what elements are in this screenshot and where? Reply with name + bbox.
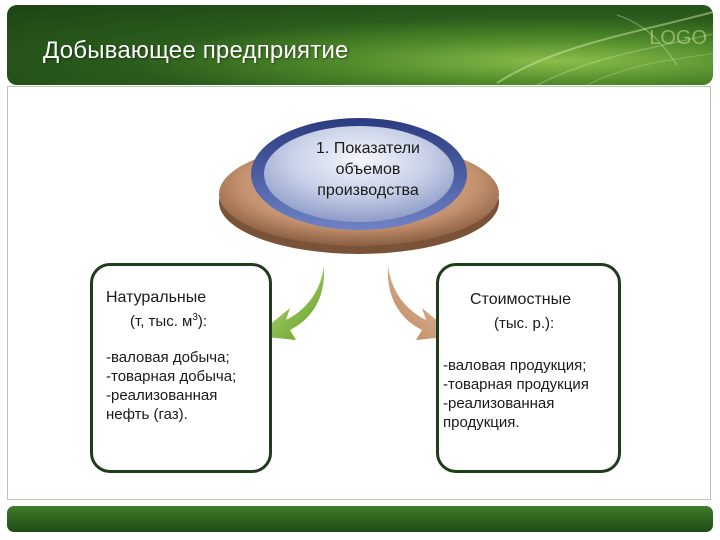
box-list: -валовая продукция; -товарная продукция …	[443, 357, 589, 431]
content-frame	[7, 86, 711, 500]
box-title: Натуральные	[106, 289, 207, 306]
center-label: 1. Показатели объемов производства	[316, 140, 420, 199]
box-unit: (т, тыс. м3):	[130, 312, 208, 330]
natural-indicators-box: Натуральные (т, тыс. м3): -валовая добыч…	[90, 263, 272, 473]
title-banner: Добывающее предприятие LOGO	[7, 5, 713, 85]
footer-bar	[7, 506, 713, 532]
box-title: Стоимостные	[470, 291, 571, 308]
logo: LOGO	[649, 27, 707, 49]
box-unit: (тыс. р.):	[494, 315, 555, 332]
banner-flourish-icon	[496, 11, 713, 85]
value-indicators-box: Стоимостные (тыс. р.): -валовая продукци…	[436, 263, 621, 473]
center-disk	[219, 118, 499, 254]
box-list: -валовая добыча; -товарная добыча; -реал…	[106, 349, 237, 423]
page-title: Добывающее предприятие	[43, 37, 349, 64]
